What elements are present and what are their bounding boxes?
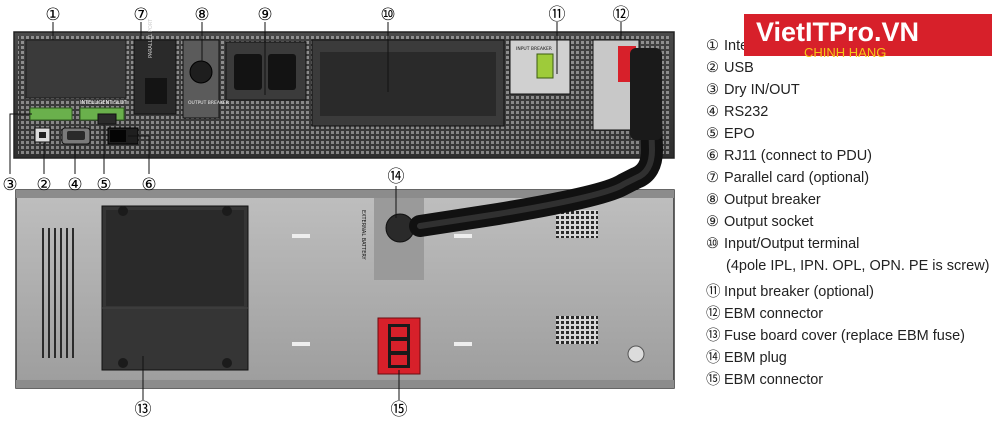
callout-13: ⑬ (135, 400, 152, 420)
callout-9: ⑨ (257, 5, 272, 25)
ebm-connector-front (377, 317, 421, 375)
callout-7: ⑦ (133, 5, 148, 25)
watermark-logo: VietITPro.VN CHINH HANG (744, 14, 992, 60)
callout-10: ⑩ (380, 5, 395, 25)
input-breaker: INPUT BREAKER (509, 39, 571, 95)
watermark-subtext: CHINH HANG (804, 45, 887, 60)
callout-labels: ① ⑦ ⑧ ⑨ ⑩ ⑪ ⑫ ③ ② ④ ⑤ ⑥ ⑭ ⑬ ⑮ (2, 5, 629, 420)
callout-4: ④ (67, 175, 82, 195)
callout-1: ① (45, 5, 60, 25)
callout-8: ⑧ (194, 5, 209, 25)
callout-5: ⑤ (96, 175, 111, 195)
output-sockets (225, 41, 307, 101)
output-breaker: OUTPUT BREAKER (182, 39, 229, 119)
callout-14: ⑭ (388, 167, 405, 187)
watermark-text: VietITPro.VN (756, 17, 920, 47)
vent-grille-top (556, 210, 598, 238)
leader-lines (9, 22, 622, 400)
parallel-card: PARALLEL PORT (133, 18, 177, 115)
epo-connector (97, 113, 117, 125)
callout-11: ⑪ (549, 5, 566, 25)
callout-2: ② (36, 175, 51, 195)
io-terminal-block (311, 39, 505, 127)
ups-rear-panel: INTELLIGENT SLOT PARALLEL PORT OUTPUT BR… (13, 18, 675, 159)
vent-grille-bottom (556, 316, 598, 344)
ext-battery-text-top: EXTERNAL BATTERY (360, 210, 366, 261)
output-breaker-text: OUTPUT BREAKER (188, 100, 229, 106)
fuse-board-cover (101, 205, 249, 371)
callout-6: ⑥ (141, 175, 156, 195)
callout-3: ③ (2, 175, 17, 195)
legend-note-10: (4pole IPL, IPN. OPL, OPN. PE is screw) (726, 258, 990, 274)
ebm-front-panel: EXTERNAL BATTERY (15, 189, 675, 389)
callout-12: ⑫ (613, 5, 630, 25)
warning-label (42, 228, 74, 358)
ebm-cable (409, 48, 664, 237)
ground-screw (627, 345, 645, 363)
intelligent-slot-text: INTELLIGENT SLOT (80, 100, 128, 106)
callout-15: ⑮ (391, 400, 408, 420)
input-breaker-text: INPUT BREAKER (516, 46, 552, 52)
ebm-plug: EXTERNAL BATTERY (360, 198, 424, 280)
parallel-port-text: PARALLEL PORT (148, 18, 154, 58)
